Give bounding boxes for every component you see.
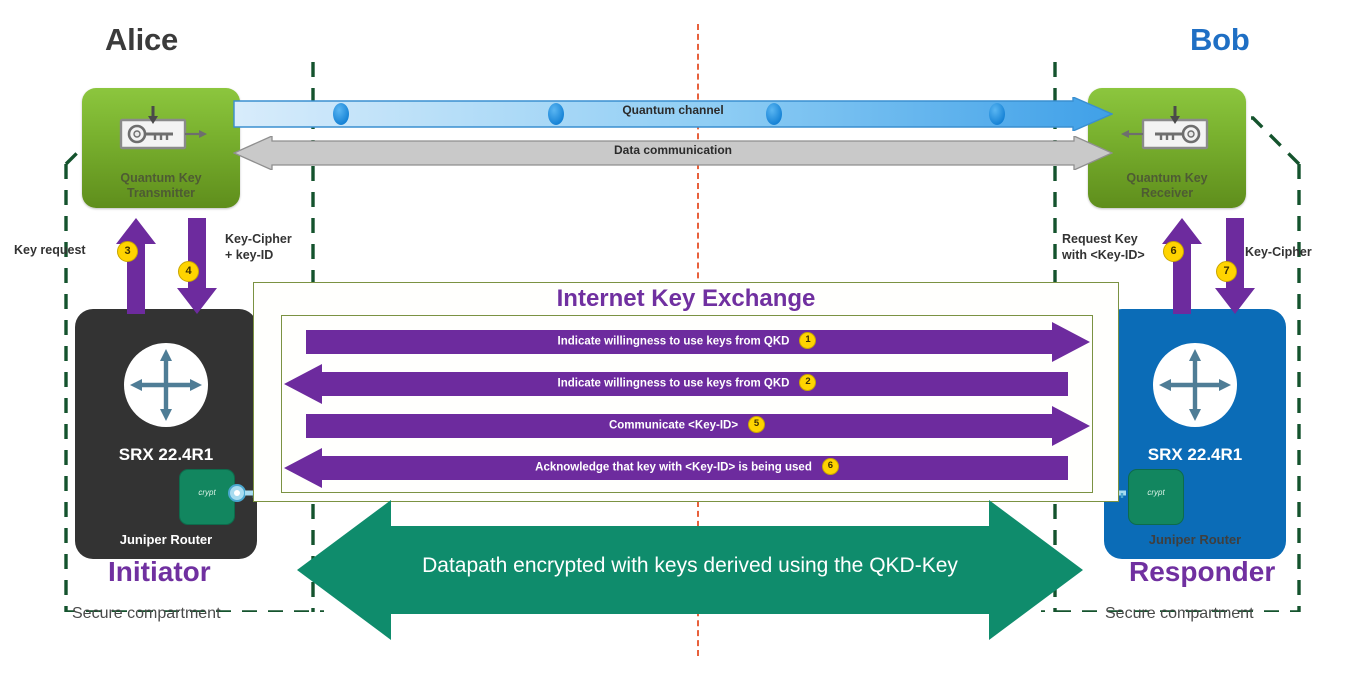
page-title-bob: Bob — [1190, 22, 1250, 57]
label-request-key-line1: Request Key — [1062, 232, 1138, 246]
label-key-cipher-right: Key-Cipher — [1245, 245, 1312, 259]
crypt-module-initiator[interactable]: crypt — [179, 469, 235, 525]
step-arrow-request-key — [1161, 218, 1203, 319]
step-badge-3: 3 — [117, 241, 138, 262]
role-label-initiator: Initiator — [108, 556, 211, 587]
role-label-responder: Responder — [1129, 556, 1276, 587]
data-communication-label: Data communication — [613, 143, 733, 157]
ike-title: Internet Key Exchange — [556, 285, 816, 312]
key-receive-icon — [1119, 102, 1215, 167]
data-communication-arrow: Data communication — [232, 134, 1114, 175]
page-title-alice: Alice — [105, 22, 179, 57]
qkd-receiver-label: Quantum Key Receiver — [1088, 171, 1246, 200]
ike-row-2[interactable]: Indicate willingness to use keys from QK… — [282, 364, 1092, 404]
datapath-label: Datapath encrypted with keys derived usi… — [422, 554, 958, 577]
compartment-label-alice: Secure compartment — [72, 605, 221, 622]
ike-row-3[interactable]: Communicate <Key-ID>5 — [282, 406, 1092, 446]
compartment-label-bob: Secure compartment — [1105, 605, 1254, 622]
quantum-key-receiver[interactable]: Quantum Key Receiver — [1088, 88, 1246, 208]
step-arrow-key-request — [115, 218, 157, 319]
step-badge-6-side: 6 — [1163, 241, 1184, 262]
router-initiator[interactable]: SRX 22.4R1 crypt Juniper Router — [75, 309, 257, 559]
internet-key-exchange-panel: Internet Key Exchange Indicate willingne… — [253, 282, 1119, 502]
label-key-cipher-left-line2: + key-ID — [225, 247, 274, 262]
crypt-module-responder[interactable]: crypt — [1128, 469, 1184, 525]
qkd-tx-line2: Transmitter — [126, 185, 196, 200]
step-badge-7: 7 — [1216, 261, 1237, 282]
ike-inner-frame: Indicate willingness to use keys from QK… — [281, 315, 1093, 493]
secure-compartment-bob — [1041, 56, 1341, 612]
router-vendor-initiator: Juniper Router — [119, 532, 213, 547]
key-transmit-icon — [113, 102, 209, 167]
router-icon — [1149, 339, 1241, 436]
quantum-key-transmitter[interactable]: Quantum Key Transmitter — [82, 88, 240, 208]
datapath-encrypted-arrow: Datapath encrypted with keys derived usi… — [295, 496, 1085, 649]
label-request-key: Request Key with <Key-ID> — [1062, 232, 1145, 263]
quantum-channel-arrow: Quantum channel — [233, 95, 1114, 136]
quantum-channel-label: Quantum channel — [622, 103, 724, 117]
label-key-request: Key request — [14, 243, 86, 257]
qkd-transmitter-label: Quantum Key Transmitter — [82, 171, 240, 200]
qkd-tx-line1: Quantum Key — [120, 171, 202, 186]
ike-row-4[interactable]: Acknowledge that key with <Key-ID> is be… — [282, 448, 1092, 488]
label-key-cipher-left: Key-Cipher + key-ID — [225, 232, 292, 263]
router-icon — [120, 339, 212, 436]
qkd-rx-line1: Quantum Key — [1126, 171, 1208, 186]
crypt-label-responder: crypt — [1147, 488, 1165, 497]
router-responder[interactable]: SRX 22.4R1 crypt Juniper Router — [1104, 309, 1286, 559]
crypt-label-initiator: crypt — [198, 488, 216, 497]
label-request-key-line2: with <Key-ID> — [1062, 247, 1145, 262]
step-badge-4: 4 — [178, 261, 199, 282]
ike-row-1[interactable]: Indicate willingness to use keys from QK… — [282, 322, 1092, 362]
label-key-cipher-left-line1: Key-Cipher — [225, 232, 292, 246]
router-model-initiator: SRX 22.4R1 — [118, 445, 214, 464]
router-model-responder: SRX 22.4R1 — [1147, 445, 1243, 464]
router-vendor-responder: Juniper Router — [1148, 532, 1242, 547]
qkd-rx-line2: Receiver — [1140, 185, 1194, 200]
